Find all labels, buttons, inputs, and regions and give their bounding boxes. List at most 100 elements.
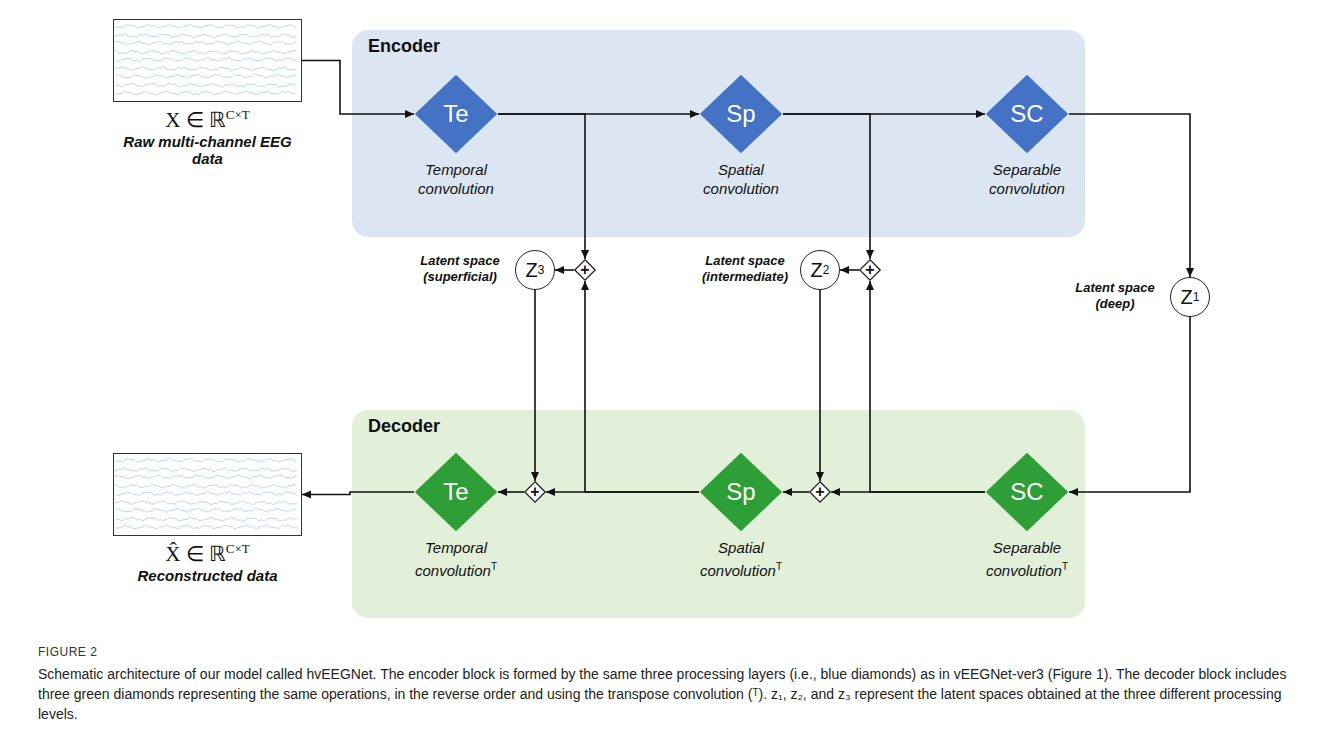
latent-index: 2 xyxy=(823,263,830,277)
sum-node: + xyxy=(859,259,881,281)
diamond-node: SCSeparable convolution xyxy=(985,74,1069,154)
connector xyxy=(302,492,414,495)
band-heading: Encoder xyxy=(368,36,440,57)
latent-symbol: Z xyxy=(811,259,823,282)
connector xyxy=(870,281,985,492)
diamond-node: SpSpatial convolutionT xyxy=(699,452,783,532)
eeg-trace xyxy=(116,66,297,71)
circle-node: Z2Latent space (intermediate) xyxy=(800,250,840,290)
sum-outline xyxy=(860,260,880,280)
layer-caption: Spatial convolution xyxy=(681,160,801,198)
band-node: DecoderSCSeparable convolutionTSpSpatial… xyxy=(352,410,1085,618)
eeg-trace xyxy=(116,74,297,79)
sum-sign: + xyxy=(580,261,589,279)
band-node: EncoderTeTemporal convolutionSpSpatial c… xyxy=(352,30,1085,237)
eeg-traces xyxy=(114,454,301,535)
diamond-text-holder: SC xyxy=(985,452,1069,532)
eeg-trace xyxy=(116,500,297,505)
connector xyxy=(498,491,524,493)
diamond-outline xyxy=(415,75,497,153)
latent-caption: Latent space (intermediate) xyxy=(695,253,795,285)
latent-symbol: Z xyxy=(1181,286,1193,309)
transpose-mark: T xyxy=(491,561,497,572)
eeg-trace xyxy=(116,83,297,87)
transpose-mark: T xyxy=(1062,561,1068,572)
sum-text-holder: + xyxy=(809,481,831,503)
diamond-node: SCSeparable convolutionT xyxy=(985,452,1069,532)
diamond-label: Sp xyxy=(726,100,755,128)
connector xyxy=(783,114,870,259)
latent-text-holder: Z3 xyxy=(516,251,554,289)
layer-caption: Separable convolution xyxy=(967,160,1087,198)
diamond-label: Sp xyxy=(726,478,755,506)
eeg-trace xyxy=(116,458,297,462)
figure-number: FIGURE 2 xyxy=(38,645,97,659)
circle-node: Z3Latent space (superficial) xyxy=(515,250,555,290)
connector xyxy=(555,269,574,271)
diamond-text-holder: Te xyxy=(414,74,498,154)
diamond-node: SpSpatial convolution xyxy=(699,74,783,154)
diamond-label: Te xyxy=(443,478,468,506)
diamond-text-holder: Sp xyxy=(699,74,783,154)
figure-caption: Schematic architecture of our model call… xyxy=(38,664,1293,724)
connector xyxy=(783,491,809,493)
connector xyxy=(1069,317,1190,492)
latent-text-holder: Z2 xyxy=(801,251,839,289)
eeg-trace xyxy=(116,57,297,61)
diamond-outline xyxy=(700,453,782,531)
data-caption: Raw multi-channel EEG data xyxy=(114,133,301,167)
eeg-traces xyxy=(114,20,301,101)
sum-outline xyxy=(525,482,545,502)
layer-caption: Separable convolutionT xyxy=(967,538,1087,580)
diamond-outline xyxy=(700,75,782,153)
sum-sign: + xyxy=(530,483,539,501)
layer-caption: Temporal convolution xyxy=(396,160,516,198)
eeg-trace xyxy=(116,525,297,529)
latent-caption: Latent space (deep) xyxy=(1065,280,1165,312)
layer-caption: Spatial convolutionT xyxy=(681,538,801,580)
band-fill xyxy=(352,410,1085,618)
diamond-outline xyxy=(986,453,1068,531)
layer-caption: Temporal convolutionT xyxy=(396,538,516,580)
sum-outline xyxy=(810,482,830,502)
sum-sign: + xyxy=(865,261,874,279)
connector xyxy=(534,290,536,481)
latent-symbol: Z xyxy=(526,259,538,282)
connector xyxy=(498,114,585,259)
matrix-dimension: C×T xyxy=(226,541,250,556)
sum-outline xyxy=(575,260,595,280)
eeg-trace xyxy=(116,491,297,495)
connector xyxy=(302,61,414,115)
matrix-notation: X̂ ∈ ℝC×T xyxy=(114,541,301,567)
latent-index: 1 xyxy=(1193,290,1200,304)
diamond-outline xyxy=(415,453,497,531)
eeg-trace xyxy=(116,508,297,513)
latent-text-holder: Z1 xyxy=(1171,278,1209,316)
eeg-trace xyxy=(116,50,297,54)
eeg-trace xyxy=(116,34,297,38)
sum-node: + xyxy=(524,481,546,503)
circle-node: Z1Latent space (deep) xyxy=(1170,277,1210,317)
diamond-text-holder: SC xyxy=(985,74,1069,154)
sum-node: + xyxy=(809,481,831,503)
diamond-text-holder: Te xyxy=(414,452,498,532)
sum-node: + xyxy=(574,259,596,281)
connector xyxy=(1069,114,1190,277)
diamond-text-holder: Sp xyxy=(699,452,783,532)
eeg-trace xyxy=(116,41,297,45)
diamond-label: SC xyxy=(1010,478,1043,506)
image-node: X̂ ∈ ℝC×TReconstructed data xyxy=(113,453,302,536)
connector xyxy=(840,269,859,271)
diamond-node: TeTemporal convolution xyxy=(414,74,498,154)
band-fill xyxy=(352,30,1085,237)
eeg-trace xyxy=(116,468,297,472)
diamond-label: Te xyxy=(443,100,468,128)
sum-text-holder: + xyxy=(859,259,881,281)
image-node: X ∈ ℝC×TRaw multi-channel EEG data xyxy=(113,19,302,102)
latent-caption: Latent space (superficial) xyxy=(410,253,510,285)
sum-text-holder: + xyxy=(524,481,546,503)
sum-sign: + xyxy=(815,483,824,501)
diamond-label: SC xyxy=(1010,100,1043,128)
eeg-trace xyxy=(116,484,297,488)
eeg-trace xyxy=(116,91,297,95)
